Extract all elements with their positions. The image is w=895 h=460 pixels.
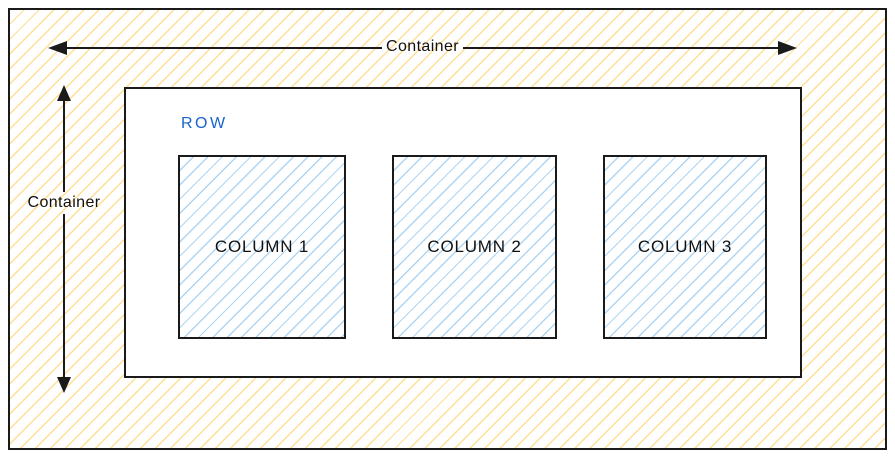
container-height-arrow: Container [26,85,102,393]
row-box: ROW COLUMN 1 COLUMN 2 COLUMN 3 [124,87,802,378]
column-label: COLUMN 2 [427,237,522,256]
arrowhead-left-icon [48,40,67,55]
arrow-line-top [63,101,65,192]
arrowhead-down-icon [57,377,71,393]
container-height-label: Container [27,193,101,211]
arrow-line-left [67,46,383,49]
column-box-2: COLUMN 2 [392,155,557,339]
column-label: COLUMN 1 [214,237,310,256]
column-label: COLUMN 3 [637,237,733,256]
column-box-3: COLUMN 3 [603,155,767,339]
arrowhead-up-icon [57,85,71,101]
arrow-line-bottom [63,214,65,377]
container-width-label: Container [386,38,459,56]
column-box-1: COLUMN 1 [178,155,346,339]
row-label: ROW [181,115,228,132]
container-width-arrow: Container [48,38,798,56]
arrow-line-right [463,46,779,49]
arrowhead-right-icon [778,40,798,55]
